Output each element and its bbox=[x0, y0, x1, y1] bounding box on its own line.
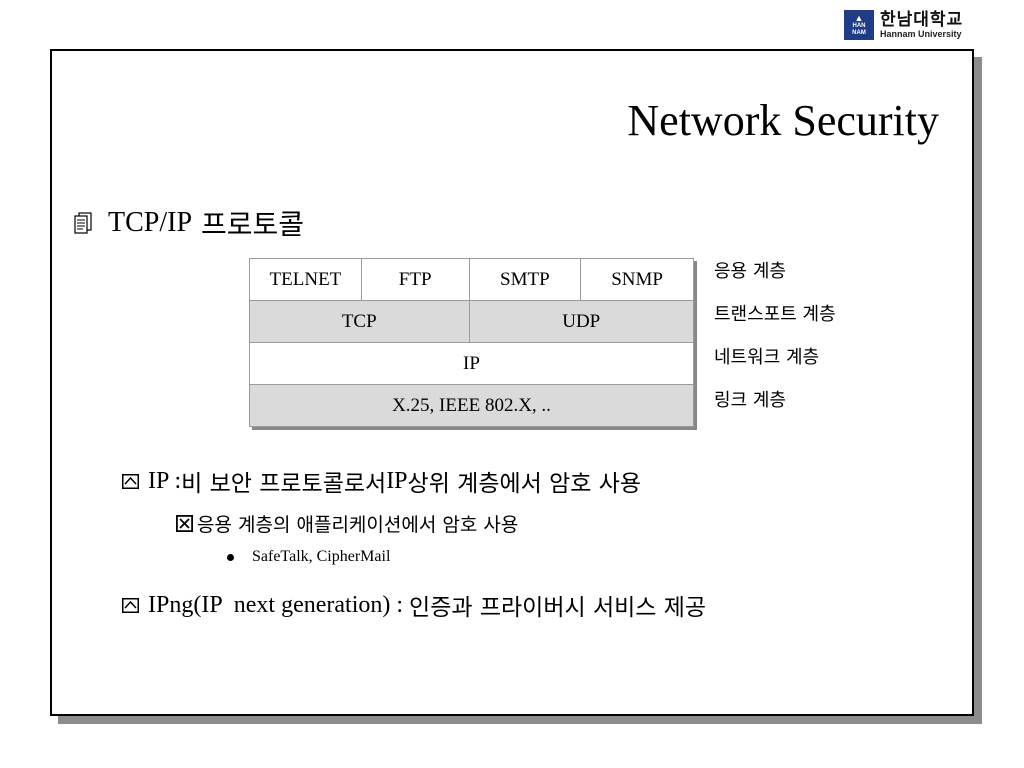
slide: Network Security TCP/IP 프로토콜 TELNET FTP … bbox=[50, 49, 974, 716]
logo-korean: 한남대학교 bbox=[880, 10, 964, 30]
section-heading: TCP/IP 프로토콜 bbox=[74, 203, 304, 243]
table-row: TELNET FTP SMTP SNMP bbox=[249, 258, 694, 301]
heading-text-en: TCP/IP bbox=[108, 207, 193, 238]
table-row: X.25, IEEE 802.X, .. bbox=[249, 384, 694, 427]
bullet-ip-en2: IP bbox=[386, 467, 408, 494]
table-cell: SNMP bbox=[580, 258, 694, 301]
table-cell: SMTP bbox=[468, 258, 582, 301]
table-cell: IP bbox=[249, 342, 694, 385]
checkbox-icon bbox=[122, 473, 139, 489]
logo-english: Hannam University bbox=[880, 29, 962, 39]
logo-text: 한남대학교 Hannam University bbox=[880, 11, 963, 39]
slide-title: Network Security bbox=[627, 96, 939, 145]
table-cell: X.25, IEEE 802.X, .. bbox=[249, 384, 694, 427]
bullet-examples: SafeTalk, CipherMail bbox=[227, 548, 390, 566]
bullet-examples-text: SafeTalk, CipherMail bbox=[252, 548, 391, 565]
document-icon bbox=[74, 212, 92, 234]
table-cell: TCP bbox=[249, 300, 470, 343]
logo-mark-text-2: NAM bbox=[852, 29, 866, 36]
table-row: IP bbox=[249, 342, 694, 385]
bullet-ip-en: IP : bbox=[148, 467, 182, 494]
bullet-ipng: IPng(IP next generation) : 인증과 프라이버시 서비스… bbox=[122, 588, 706, 622]
layer-label: 응용 계층 bbox=[714, 261, 786, 282]
layer-label: 링크 계층 bbox=[714, 390, 786, 411]
table-cell: FTP bbox=[360, 258, 470, 301]
layer-labels: 응용 계층 트랜스포트 계층 네트워크 계층 링크 계층 bbox=[714, 258, 836, 430]
university-logo: ▲ HAN NAM 한남대학교 Hannam University bbox=[844, 7, 963, 43]
logo-triangle-icon: ▲ bbox=[854, 12, 864, 23]
bullet-ipng-ko: 인증과 프라이버시 서비스 제공 bbox=[409, 595, 707, 621]
bullet-ip-ko: 비 보안 프로토콜로서 bbox=[181, 471, 387, 497]
bullet-dot-icon bbox=[227, 553, 234, 561]
logo-mark-icon: ▲ HAN NAM bbox=[844, 10, 874, 40]
table-row: TCP UDP bbox=[249, 300, 694, 343]
bullet-ip: IP : 비 보안 프로토콜로서 IP 상위 계층에서 암호 사용 bbox=[122, 464, 641, 498]
x-box-icon bbox=[176, 515, 193, 532]
layer-label: 트랜스포트 계층 bbox=[714, 304, 836, 325]
table-cell: TELNET bbox=[249, 258, 362, 301]
heading-text-ko: 프로토콜 bbox=[200, 208, 304, 241]
table-cell: UDP bbox=[468, 300, 694, 343]
bullet-app-layer-text: 응용 계층의 애플리케이션에서 암호 사용 bbox=[197, 514, 519, 536]
logo-mark-text-1: HAN bbox=[852, 22, 866, 29]
bullet-app-layer: 응용 계층의 애플리케이션에서 암호 사용 bbox=[176, 510, 518, 537]
bullet-ip-ko2: 상위 계층에서 암호 사용 bbox=[407, 471, 642, 497]
bullet-ipng-en: IPng(IP next generation) : bbox=[148, 591, 410, 618]
checkbox-icon bbox=[122, 597, 139, 613]
layer-label: 네트워크 계층 bbox=[714, 347, 820, 368]
protocol-stack-table: TELNET FTP SMTP SNMP TCP UDP IP X.25, IE… bbox=[249, 258, 694, 427]
